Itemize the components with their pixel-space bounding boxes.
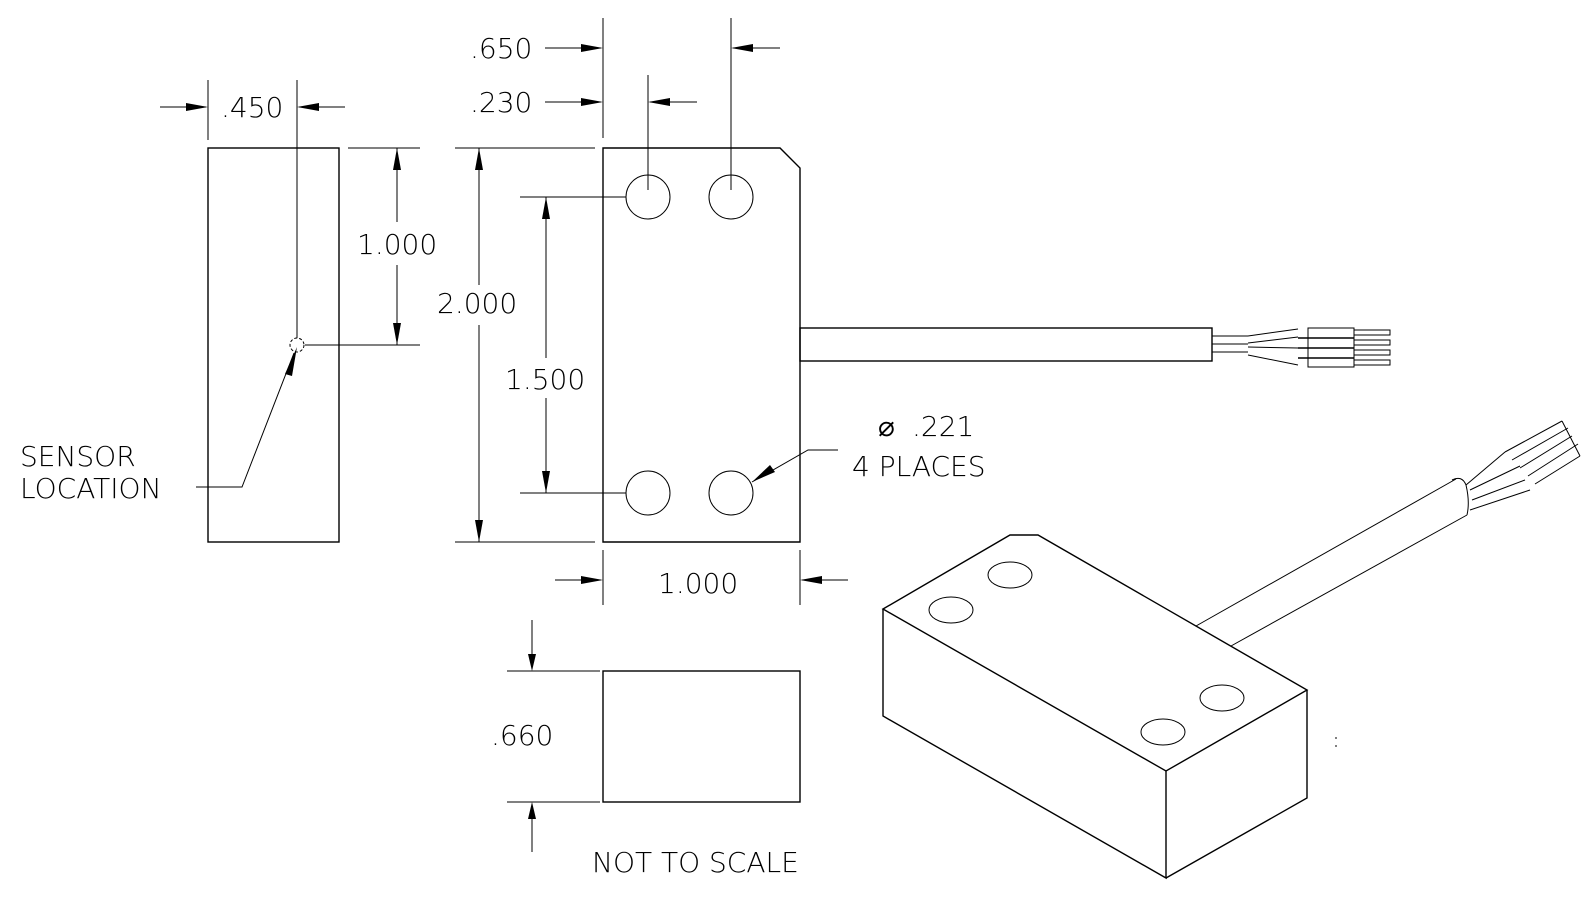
wire	[1247, 346, 1299, 349]
dim-1500-label: 1.500	[505, 363, 585, 396]
wire	[1247, 336, 1299, 344]
bottom-view-outline	[602, 670, 801, 803]
dim-2000-arrow-bottom	[475, 520, 483, 542]
dim-sensor-arrow-bottom	[393, 323, 401, 345]
connector-pin	[1353, 329, 1391, 336]
iso-wire	[1469, 489, 1531, 511]
dim-660-label: .660	[491, 719, 553, 752]
dim-450-arrow-left	[186, 103, 208, 111]
iso-left-face	[882, 609, 1167, 880]
iso-top-face	[881, 534, 1309, 772]
dim-sensor-arrow-top	[393, 148, 401, 170]
dim-2000-arrow-top	[475, 148, 483, 170]
dim-660-arrow-top	[528, 654, 536, 671]
iso-hole	[1140, 718, 1186, 746]
iso-cable-edge	[1195, 478, 1457, 627]
iso-connector-tip	[1561, 420, 1581, 457]
iso-cable-edge	[1230, 514, 1468, 647]
dim-650-arrow-right	[731, 44, 753, 52]
dim-230-arrow-right	[648, 98, 670, 106]
front-view: .650 .230 2.000 1.500 1.000 ⌀	[437, 18, 1391, 605]
hole-bottom-right	[708, 470, 754, 516]
iso-connector	[1527, 443, 1579, 477]
wire	[1247, 328, 1299, 337]
connector-pin	[1353, 339, 1391, 346]
dim-230-arrow-left	[581, 98, 603, 106]
iso-right-face	[1165, 690, 1308, 879]
dim-1500-arrow-top	[542, 197, 550, 219]
iso-wire	[1465, 451, 1506, 486]
sensor-callout-line2: LOCATION	[20, 472, 162, 505]
hole-diameter-symbol: ⌀	[878, 410, 895, 443]
dim-450-label: .450	[221, 91, 283, 124]
hole-count-note: 4 PLACES	[852, 450, 986, 483]
dim-2000-label: 2.000	[437, 287, 517, 320]
iso-cable-end	[1451, 477, 1469, 516]
dim-width-label: 1.000	[658, 567, 738, 600]
isometric-view	[881, 420, 1581, 880]
dim-1500-arrow-bottom	[542, 471, 550, 493]
wire	[1247, 354, 1299, 366]
iso-connector	[1534, 455, 1581, 485]
cable-front-view	[799, 327, 1391, 368]
dim-width-arrow-right	[800, 576, 822, 584]
sensor-callout-line1: SENSOR	[20, 440, 136, 473]
connector-pin	[1353, 359, 1391, 366]
cable-jacket	[799, 327, 1213, 362]
not-to-scale-note: NOT TO SCALE	[592, 846, 799, 879]
iso-hole	[928, 596, 974, 624]
dim-650-arrow-left	[581, 44, 603, 52]
iso-connector	[1504, 420, 1563, 453]
iso-connector	[1519, 435, 1573, 469]
iso-hole	[1199, 684, 1245, 712]
side-view: .450 SENSOR LOCATION 1.000	[20, 80, 437, 543]
dim-450-arrow-right	[297, 103, 319, 111]
hole-callout-arrow	[752, 465, 775, 482]
dim-230-label: .230	[470, 86, 532, 119]
connector-pin	[1353, 349, 1391, 356]
sensor-callout-arrow	[285, 347, 297, 376]
sensor-callout-leader	[196, 352, 295, 488]
hole-bottom-left	[625, 470, 671, 516]
iso-wire	[1469, 465, 1521, 491]
dim-sensor-height-label: 1.000	[357, 228, 437, 261]
bottom-view: .660 NOT TO SCALE	[491, 620, 801, 879]
iso-hole	[987, 561, 1033, 589]
hole-diameter-label: .221	[912, 410, 974, 443]
front-view-outline	[602, 147, 801, 543]
sensor-marker	[289, 337, 305, 353]
hole-callout-leader	[751, 449, 838, 483]
dim-660-arrow-bottom	[528, 802, 536, 819]
iso-wire	[1471, 479, 1526, 501]
dim-width-arrow-left	[581, 576, 603, 584]
dim-650-label: .650	[470, 32, 532, 65]
iso-connector	[1511, 427, 1569, 461]
